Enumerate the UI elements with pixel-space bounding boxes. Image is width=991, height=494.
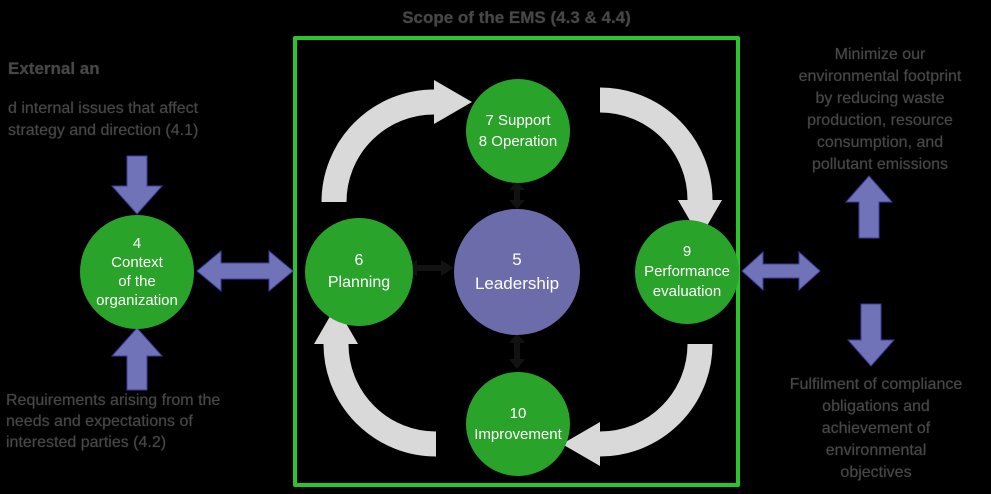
note-line: d internal issues that affect [8, 100, 199, 117]
node-line: 8 Operation [478, 133, 558, 150]
node-line: evaluation [652, 283, 722, 300]
node-leadership-circle: 5 Leadership [454, 209, 580, 335]
note-line: Minimize our [834, 46, 926, 63]
note-line: environmental [825, 442, 927, 459]
compliance-down-arrow-icon [846, 303, 896, 367]
note-line: Fulfilment of compliance [789, 376, 963, 393]
node-line: Improvement [474, 426, 562, 443]
connector-leadership-improvement-icon [509, 333, 525, 369]
note-line: strategy and direction (4.1) [8, 122, 199, 139]
cycle-arrow-support-performance-icon [599, 87, 722, 238]
node-planning-circle: 6 Planning [305, 218, 413, 326]
node-performance-circle: 9 Performance evaluation [635, 220, 739, 324]
note-line: needs and expectations of [6, 413, 193, 430]
note-line: External an [8, 59, 100, 78]
scope-title: Scope of the EMS (4.3 & 4.4) [402, 8, 631, 27]
node-line: 7 Support [485, 112, 551, 129]
note-environmental-footprint: Minimize our environmental footprint by … [773, 44, 987, 176]
context-box-double-arrow-icon [196, 249, 294, 293]
node-context-circle: 4 Context of the organization [80, 215, 194, 329]
note-interested-parties: Requirements arising from the needs and … [6, 390, 274, 453]
external-issues-down-arrow-icon [110, 155, 164, 215]
cycle-arrow-performance-improvement-icon [562, 343, 713, 466]
connector-planning-leadership-icon [404, 260, 454, 276]
note-compliance-obligations: Fulfilment of compliance obligations and… [766, 374, 986, 484]
node-line: Performance [644, 263, 730, 280]
node-support-operation-circle: 7 Support 8 Operation [466, 79, 570, 183]
note-line: by reducing waste [815, 90, 945, 107]
footprint-up-arrow-icon [844, 175, 894, 239]
node-line: Leadership [474, 274, 560, 293]
node-line: Context [111, 254, 163, 271]
node-line: 5 [512, 250, 522, 269]
connector-support-leadership-icon [509, 181, 525, 209]
node-improvement-circle: 10 Improvement [466, 372, 570, 476]
interested-parties-up-arrow-icon [110, 327, 164, 391]
note-line: environmental footprint [798, 68, 962, 85]
note-line: obligations and [822, 398, 930, 415]
note-line: objectives [840, 464, 912, 481]
note-external-internal-issues: External an d internal issues that affec… [8, 58, 270, 142]
note-line: pollutant emissions [811, 156, 949, 173]
cycle-arrow-planning-support-icon [321, 80, 472, 203]
note-line: production, resource [807, 112, 953, 129]
node-line: 4 [132, 235, 142, 252]
note-line: achievement of [821, 420, 931, 437]
note-line: Requirements arising from the [6, 392, 221, 409]
node-line: Planning [327, 274, 391, 291]
cycle-arrow-improvement-planning-icon [314, 306, 437, 457]
node-line: 10 [509, 405, 527, 422]
node-line: 9 [682, 243, 692, 260]
performance-output-double-arrow-icon [741, 250, 821, 292]
node-line: organization [96, 292, 178, 309]
node-line: of the [118, 273, 156, 290]
node-line: 6 [354, 252, 364, 269]
note-line: interested parties (4.2) [6, 434, 167, 451]
note-line: consumption, and [816, 134, 944, 151]
